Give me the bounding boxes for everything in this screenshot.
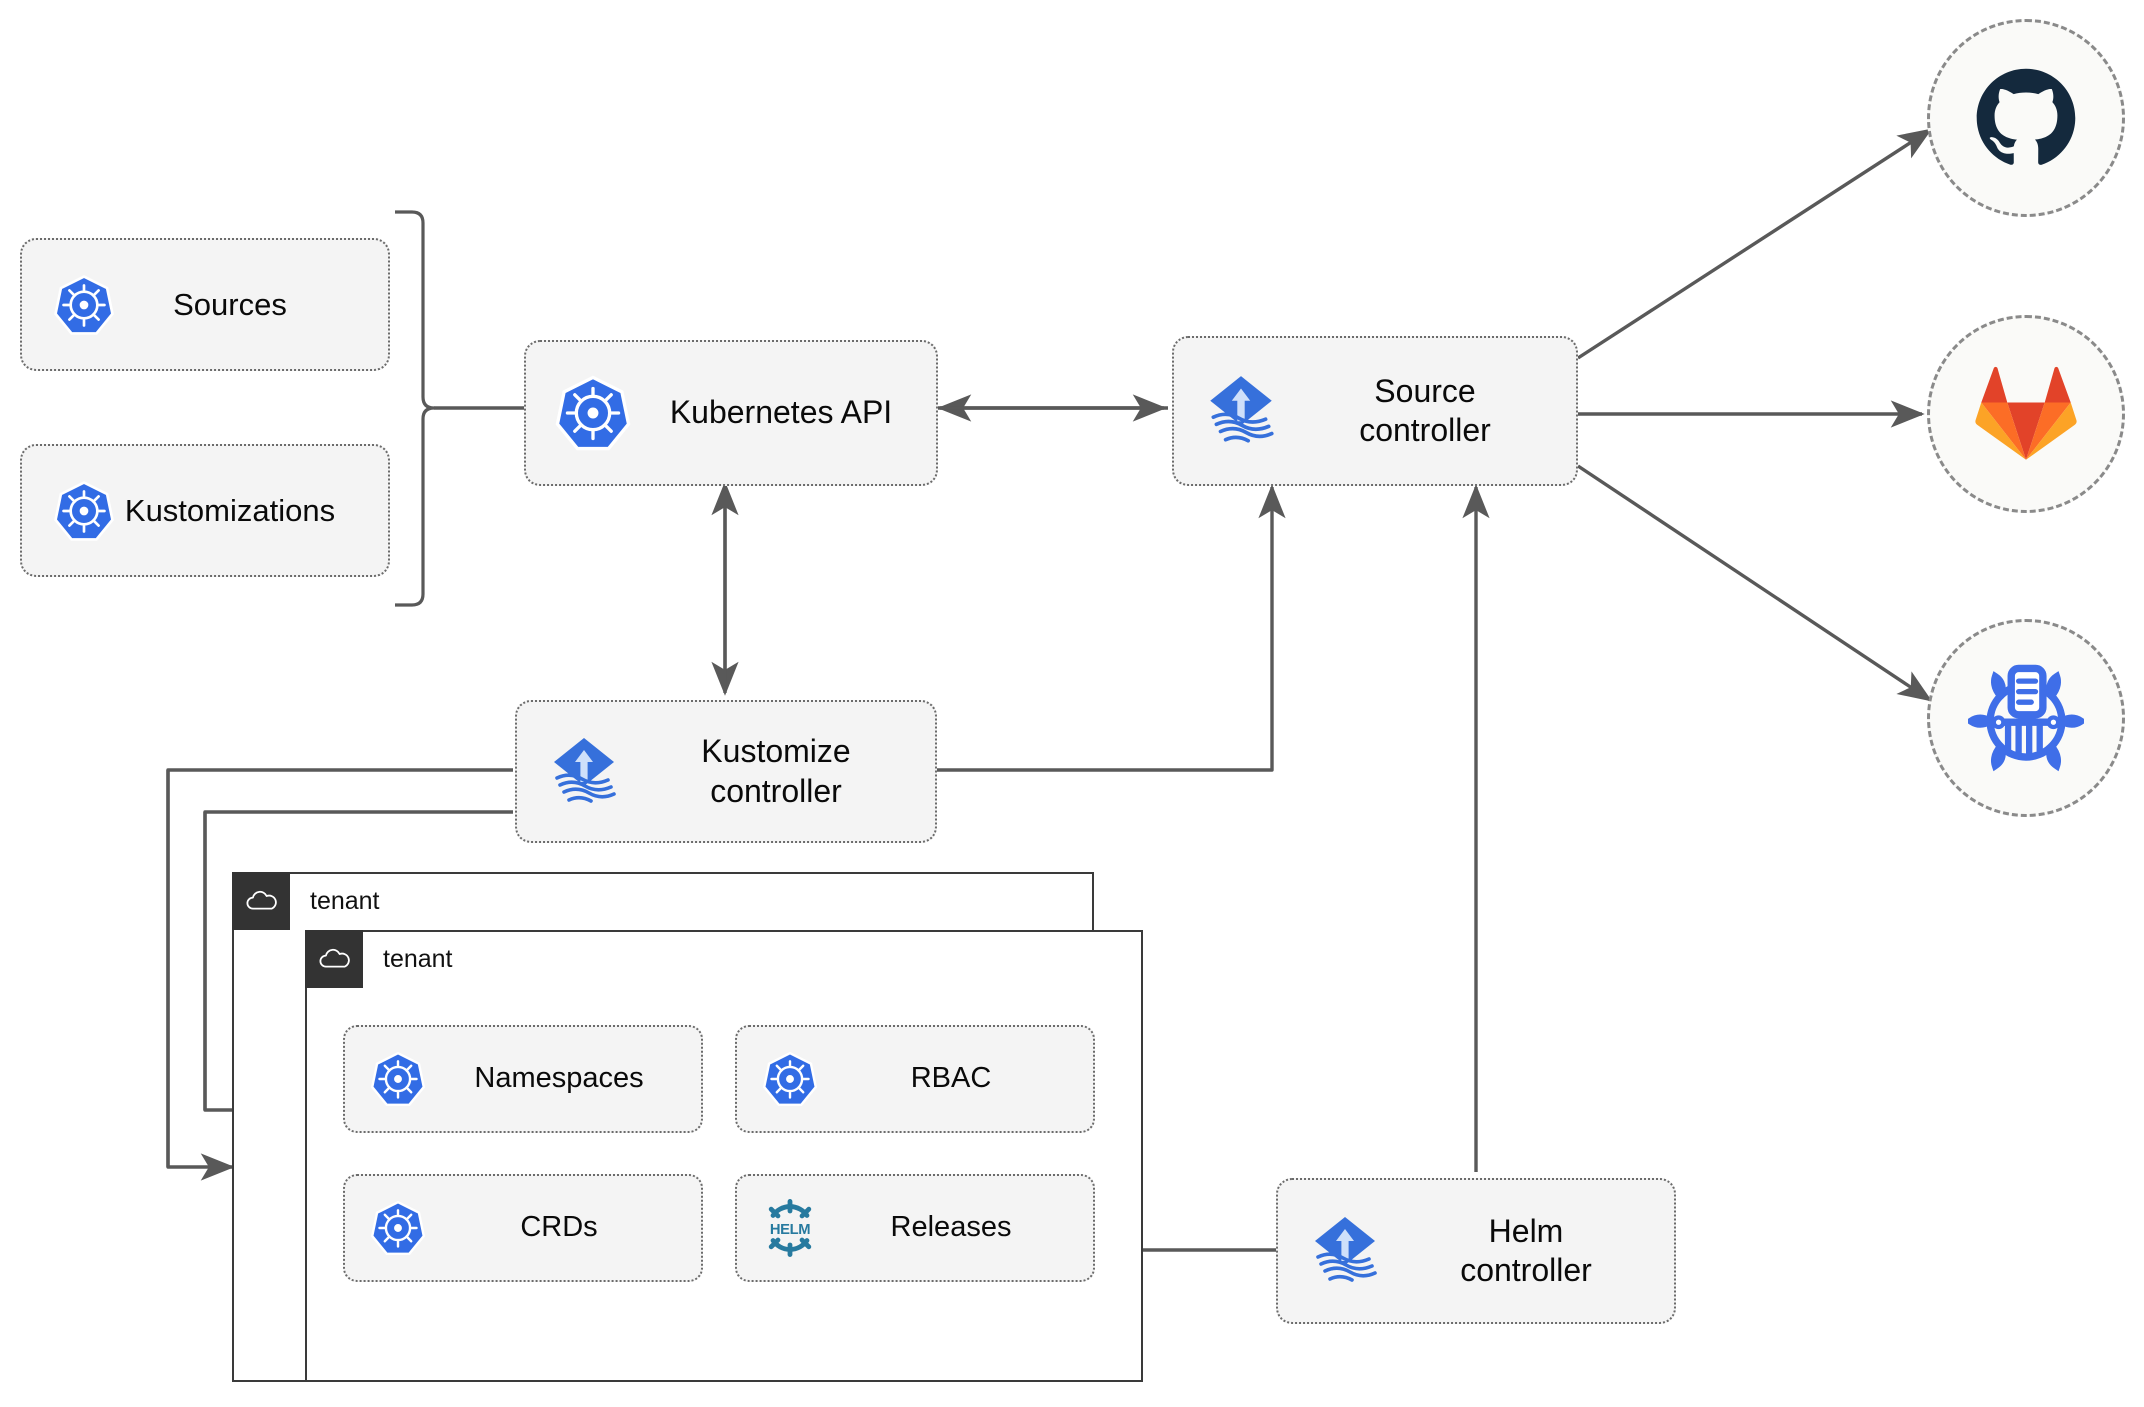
kubernetes-icon	[48, 269, 120, 341]
tenant-label: tenant	[383, 944, 453, 973]
kubernetes-icon	[759, 1048, 821, 1110]
provider-github[interactable]	[1927, 19, 2125, 217]
flux-icon	[1302, 1208, 1388, 1294]
provider-gitlab[interactable]	[1927, 315, 2125, 513]
tenant-titlebar: tenant	[232, 872, 380, 930]
kubernetes-icon	[367, 1197, 429, 1259]
tenant-label: tenant	[310, 886, 380, 915]
node-label: Kustomize controller	[701, 733, 851, 809]
github-icon	[1970, 62, 2082, 174]
flux-icon	[1198, 368, 1284, 454]
node-kustomize-controller[interactable]: Kustomize controller	[515, 700, 937, 843]
resource-card-label: CRDs	[520, 1211, 598, 1244]
resource-card-label: Releases	[890, 1211, 1012, 1244]
flux-icon	[541, 729, 627, 815]
node-helm-controller[interactable]: Helm controller	[1276, 1178, 1676, 1324]
edge-inputs-bracket	[395, 210, 436, 607]
input-card-sources[interactable]: Sources	[20, 238, 390, 371]
resource-card-rbac[interactable]: RBAC	[735, 1025, 1095, 1133]
cloud-icon	[305, 930, 363, 988]
node-label: Source controller	[1359, 372, 1491, 448]
input-card-label: Sources	[173, 286, 287, 322]
helm-icon: HELM	[759, 1197, 821, 1259]
tenant-window-front[interactable]: tenant Namespaces	[305, 930, 1143, 1382]
gitlab-icon	[1974, 365, 2078, 463]
resource-card-crds[interactable]: CRDs	[343, 1174, 703, 1282]
resource-card-namespaces[interactable]: Namespaces	[343, 1025, 703, 1133]
resource-card-label: RBAC	[910, 1062, 992, 1095]
node-label: Helm controller	[1460, 1212, 1592, 1288]
node-kubernetes-api[interactable]: Kubernetes API	[524, 340, 938, 486]
input-card-kustomizations[interactable]: Kustomizations	[20, 444, 390, 577]
edge-kustomize-to-sourcecontroller	[937, 484, 1286, 772]
input-card-label: Kustomizations	[124, 492, 336, 528]
provider-kustomize[interactable]	[1927, 619, 2125, 817]
resource-card-releases[interactable]: HELM Releases	[735, 1174, 1095, 1282]
kubernetes-icon	[367, 1048, 429, 1110]
node-label: Kubernetes API	[669, 394, 893, 431]
kustomize-icon	[1968, 660, 2084, 776]
edge-sourcecontroller-to-github	[1577, 128, 1933, 360]
kubernetes-icon	[48, 475, 120, 547]
node-source-controller[interactable]: Source controller	[1172, 336, 1578, 486]
resource-card-label: Namespaces	[474, 1062, 644, 1095]
svg-text:HELM: HELM	[770, 1222, 810, 1238]
tenant-titlebar: tenant	[305, 930, 453, 988]
edge-sourcecontroller-to-kustomize	[1577, 464, 1933, 702]
kubernetes-icon	[550, 370, 636, 456]
cloud-icon	[232, 872, 290, 930]
